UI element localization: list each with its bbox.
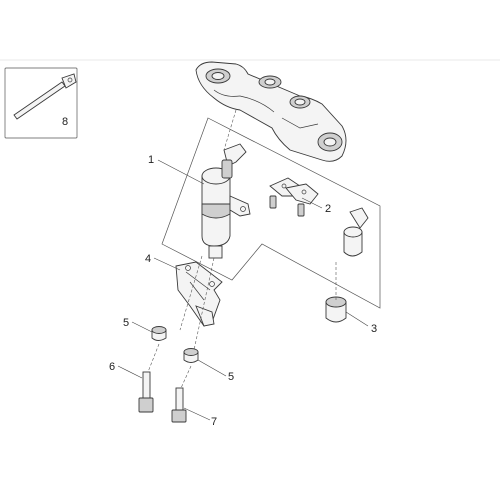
leader-3	[345, 311, 369, 327]
axis-dash-2	[179, 255, 203, 331]
leader-7	[183, 407, 211, 421]
cable-tie-inset: 8	[4, 67, 78, 139]
callout-7: 7	[211, 416, 217, 428]
spacer-bushing-right	[183, 348, 199, 363]
callout-5-right: 5	[228, 371, 234, 383]
leader-6	[117, 365, 143, 379]
leader-4	[153, 257, 181, 271]
callout-2: 2	[325, 203, 331, 215]
callout-1: 1	[148, 154, 154, 166]
callout-6: 6	[109, 361, 115, 373]
axis-dash-5	[147, 343, 160, 373]
leader-2	[301, 197, 323, 209]
steering-triple-clamp	[195, 61, 347, 162]
callout-3: 3	[371, 323, 377, 335]
screw-6	[138, 371, 154, 413]
ignition-switch-body	[201, 143, 251, 259]
axis-dash-3	[193, 257, 215, 351]
key-set	[269, 177, 319, 217]
screw-7	[171, 387, 187, 423]
lock-cylinder	[325, 207, 369, 323]
leader-1	[157, 159, 205, 185]
mounting-bracket	[175, 261, 223, 327]
axis-dash-6	[180, 365, 192, 389]
leader-5b	[197, 359, 227, 377]
callout-8: 8	[62, 116, 68, 128]
assembly-frame	[161, 117, 381, 309]
axis-dash-1	[223, 109, 237, 151]
inset-frame	[4, 67, 78, 139]
callout-5-left: 5	[123, 317, 129, 329]
spacer-bushing-left	[151, 326, 167, 341]
leader-5a	[131, 321, 153, 333]
cable-tie-part	[13, 73, 77, 120]
callout-4: 4	[145, 253, 151, 265]
